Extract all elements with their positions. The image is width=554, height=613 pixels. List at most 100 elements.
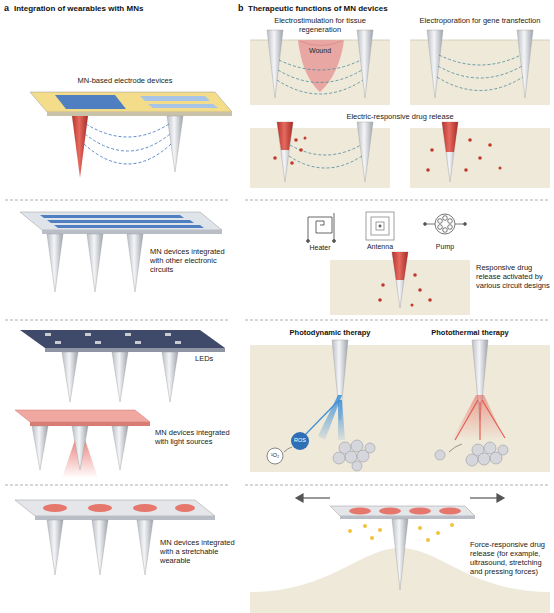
electrode-device (30, 92, 232, 178)
electric-drug-release-panels-part-part (290, 161, 294, 165)
circuit-drug-release-panel-part (392, 252, 408, 308)
text-label: Electroporation for gene transfection (415, 16, 545, 25)
phototherapy-panel-part-part (498, 445, 508, 455)
phototherapy-panel (250, 340, 550, 472)
section-separators-part (5, 320, 230, 321)
pump-icon-part (464, 223, 467, 226)
circuit-device-part (20, 212, 222, 230)
text-label: MN devices integrated with light sources (155, 428, 233, 446)
text-label: Integration of wearables with MNs (14, 4, 234, 14)
circuit-drug-release-panel-part-part (378, 298, 382, 302)
phototherapy-panel-part (305, 400, 339, 435)
electric-drug-release-panels-part-part (426, 168, 430, 172)
light-source-device-part (72, 426, 88, 470)
electric-drug-release-panels-part-part (304, 137, 307, 140)
section-separators-part (245, 485, 550, 486)
antenna-icon-part (379, 225, 381, 227)
phototherapy-panel-part-part (352, 461, 362, 471)
text-label: Force-responsive drug release (for examp… (470, 540, 552, 576)
force-release-panel-part (349, 508, 461, 515)
phototherapy-panel-part-part (365, 443, 375, 453)
electric-drug-release-panels-part (290, 145, 361, 155)
electrostimulation-panel-part (357, 30, 373, 98)
force-release-panel-part (296, 494, 504, 502)
electric-drug-release-panels-part-part (294, 138, 298, 142)
electrostimulation-panel-part (267, 30, 283, 98)
stretchable-device-part (47, 520, 63, 575)
phototherapy-panel-part-part (466, 454, 478, 466)
stretchable-device-part (35, 516, 215, 520)
electrostimulation-panel (250, 30, 390, 105)
circuit-drug-release-panel-part-part (381, 283, 385, 287)
force-release-panel-part-part (379, 508, 401, 515)
circuit-drug-release-panel-part (392, 252, 408, 280)
circuit-device-part (54, 225, 204, 228)
led-device-part (20, 330, 225, 348)
stretchable-device-part (92, 520, 108, 575)
force-release-panel-part-part (363, 524, 367, 528)
text-label: MN devices integrated with other electro… (150, 247, 230, 274)
led-device-part (112, 352, 128, 402)
electrode-device-part (85, 134, 170, 151)
text-label: ¹O₂ (263, 452, 287, 459)
electric-drug-release-panels-part (442, 122, 458, 152)
phototherapy-panel-part (449, 444, 462, 452)
electric-drug-release-panels-part (277, 122, 293, 150)
section-separators (5, 200, 550, 485)
electric-drug-release-panels-part (357, 122, 373, 182)
heater-icon-part (308, 217, 332, 237)
led-device-part (162, 352, 178, 402)
section-separators-part (5, 200, 230, 201)
phototherapy-panel-part (250, 345, 550, 472)
text-label: MN-based electrode devices (60, 76, 190, 85)
circuit-device-part (127, 234, 143, 292)
force-release-panel-part-part (497, 494, 504, 502)
electric-drug-release-panels-part-part (488, 143, 492, 147)
text-label: ROS (288, 437, 312, 444)
electroporation-panel-part (439, 55, 521, 65)
circuit-drug-release-panel-part-part (411, 304, 414, 307)
circuit-device-part (47, 234, 63, 292)
electrostimulation-panel-part (277, 80, 363, 94)
text-label: Heater (300, 244, 340, 252)
text-label: Responsive drug release activated by var… (476, 263, 552, 290)
phototherapy-panel-part (435, 450, 445, 460)
force-release-panel-part-part (370, 536, 374, 540)
antenna-icon-part (371, 217, 389, 235)
electric-drug-release-panels-part (289, 156, 362, 168)
section-separators-part (5, 485, 230, 486)
phototherapy-panel-part (284, 447, 292, 452)
force-release-panel-part-part (300, 497, 330, 498)
led-device-part (62, 352, 78, 402)
light-source-device-part (15, 410, 150, 422)
phototherapy-panel-part (333, 440, 375, 471)
electrostimulation-panel-part (278, 70, 362, 83)
electrode-device-part (47, 112, 232, 116)
force-release-panel-part (330, 506, 475, 516)
force-release-panel-part-part (439, 508, 461, 515)
electric-drug-release-panels-part-part (499, 167, 502, 170)
pump-icon-part (448, 219, 453, 224)
light-source-device-part (112, 426, 128, 470)
text-label: MN devices integrated with a stretchable… (160, 538, 235, 565)
electric-drug-release-panels-part-part (273, 156, 277, 160)
circuit-drug-release-panel-part-part (428, 298, 432, 302)
circuit-device-part (42, 230, 222, 234)
led-device-part (45, 348, 225, 352)
led-device-part-part (95, 341, 101, 344)
electroporation-panel-part (437, 77, 523, 91)
force-release-panel-part-part (348, 529, 352, 533)
led-device-part-part (85, 333, 91, 336)
text-label: Therapeutic functions of MN devices (248, 4, 548, 14)
force-release-panel-part (392, 519, 408, 590)
led-device-part-part (55, 341, 61, 344)
electrostimulation-panel-part (279, 60, 361, 70)
circuit-drug-release-panel (330, 252, 470, 315)
electrode-device-part (148, 104, 218, 108)
led-device-part-part (165, 333, 171, 336)
stretchable-device-part (43, 504, 195, 512)
led-device-part-part (175, 341, 181, 344)
antenna-icon-part (366, 212, 394, 240)
electric-drug-release-panels-part-part (430, 148, 434, 152)
